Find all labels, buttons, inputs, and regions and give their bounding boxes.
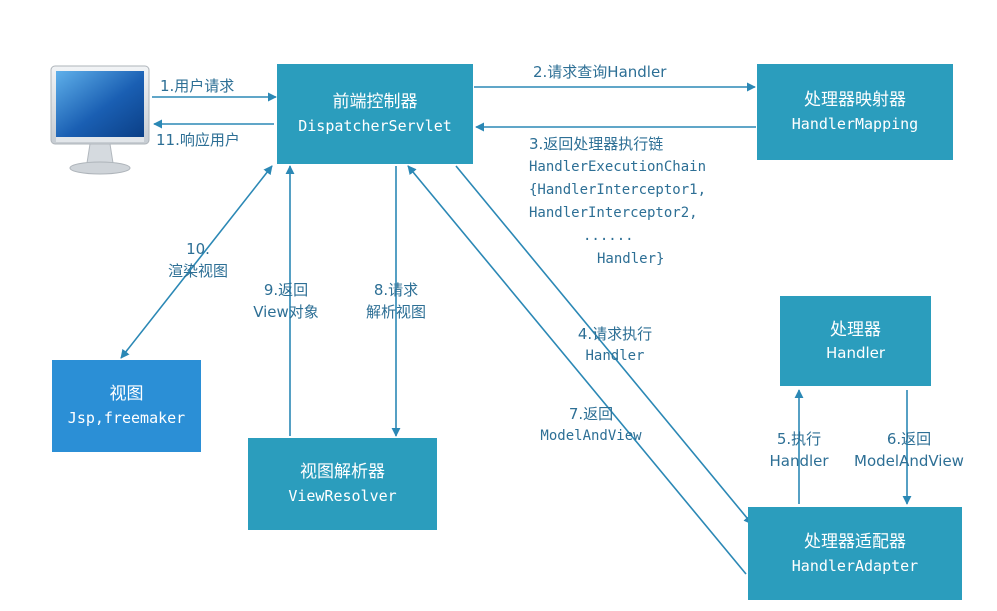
arrow-10-render-view bbox=[120, 165, 273, 359]
label-8-resolve-view: 8.请求 解析视图 bbox=[346, 279, 446, 323]
label-9-return-view: 9.返回 View对象 bbox=[240, 279, 332, 323]
label-5-execute: 5.执行 Handler bbox=[756, 428, 842, 472]
view-title: 视图 bbox=[109, 384, 144, 404]
view-subtitle: Jsp,freemaker bbox=[67, 409, 186, 427]
label-2-query-handler: 2.请求查询Handler bbox=[533, 63, 667, 81]
handler-mapping-box: 处理器映射器 HandlerMapping bbox=[757, 64, 953, 160]
view-box: 视图 Jsp,freemaker bbox=[52, 360, 201, 452]
label-7-line2: ModelAndView bbox=[540, 428, 642, 444]
label-5-line1: 5.执行 bbox=[776, 430, 822, 448]
label-6-line1: 6.返回 bbox=[886, 430, 932, 448]
mapping-title: 处理器映射器 bbox=[804, 90, 906, 110]
label-4-line1: 4.请求执行 bbox=[577, 325, 653, 343]
resolver-subtitle: ViewResolver bbox=[288, 487, 397, 505]
label-4-line2: Handler bbox=[585, 348, 645, 364]
label-5-line2: Handler bbox=[769, 452, 829, 470]
handler-adapter-box: 处理器适配器 HandlerAdapter bbox=[748, 507, 962, 600]
view-resolver-box: 视图解析器 ViewResolver bbox=[248, 438, 437, 530]
label-3-line2: HandlerExecutionChain bbox=[529, 159, 707, 175]
arrow-7-return-mav bbox=[407, 165, 747, 575]
label-10-render-view: 10. 渲染视图 bbox=[158, 238, 238, 282]
label-1-user-request: 1.用户请求 bbox=[160, 77, 235, 95]
label-10-line1: 10. bbox=[186, 240, 210, 258]
mapping-subtitle: HandlerMapping bbox=[791, 115, 919, 133]
handler-subtitle: Handler bbox=[825, 344, 886, 362]
label-9-line2: View对象 bbox=[253, 303, 319, 321]
label-3-line1: 3.返回处理器执行链 bbox=[529, 135, 664, 153]
label-10-line2: 渲染视图 bbox=[167, 262, 228, 280]
label-3-line3: {HandlerInterceptor1, bbox=[529, 182, 707, 198]
label-4-execute-handler: 4.请求执行 Handler bbox=[560, 323, 670, 367]
label-7-return-mav: 7.返回 ModelAndView bbox=[526, 403, 656, 447]
label-3-line6: Handler} bbox=[597, 251, 665, 267]
monitor-icon bbox=[50, 65, 150, 175]
handler-title: 处理器 bbox=[830, 320, 881, 340]
label-6-return-mav: 6.返回 ModelAndView bbox=[848, 428, 970, 472]
label-6-line2: ModelAndView bbox=[854, 452, 964, 470]
label-7-line1: 7.返回 bbox=[568, 405, 614, 423]
label-9-line1: 9.返回 bbox=[263, 281, 309, 299]
label-3-line5: ...... bbox=[583, 228, 634, 244]
resolver-title: 视图解析器 bbox=[300, 462, 385, 482]
label-3-line4: HandlerInterceptor2, bbox=[529, 205, 698, 221]
dispatcher-subtitle: DispatcherServlet bbox=[298, 117, 452, 135]
adapter-subtitle: HandlerAdapter bbox=[791, 556, 919, 575]
label-8-line2: 解析视图 bbox=[365, 303, 426, 321]
arrow-4-execute-handler bbox=[455, 165, 753, 525]
adapter-title: 处理器适配器 bbox=[804, 531, 906, 552]
dispatcher-title: 前端控制器 bbox=[332, 92, 418, 112]
label-8-line1: 8.请求 bbox=[373, 281, 419, 299]
handler-box: 处理器 Handler bbox=[780, 296, 931, 386]
label-11-response: 11.响应用户 bbox=[156, 131, 240, 149]
dispatcher-servlet-box: 前端控制器 DispatcherServlet bbox=[277, 64, 473, 164]
label-3-return-chain: 3.返回处理器执行链 HandlerExecutionChain {Handle… bbox=[529, 133, 706, 271]
